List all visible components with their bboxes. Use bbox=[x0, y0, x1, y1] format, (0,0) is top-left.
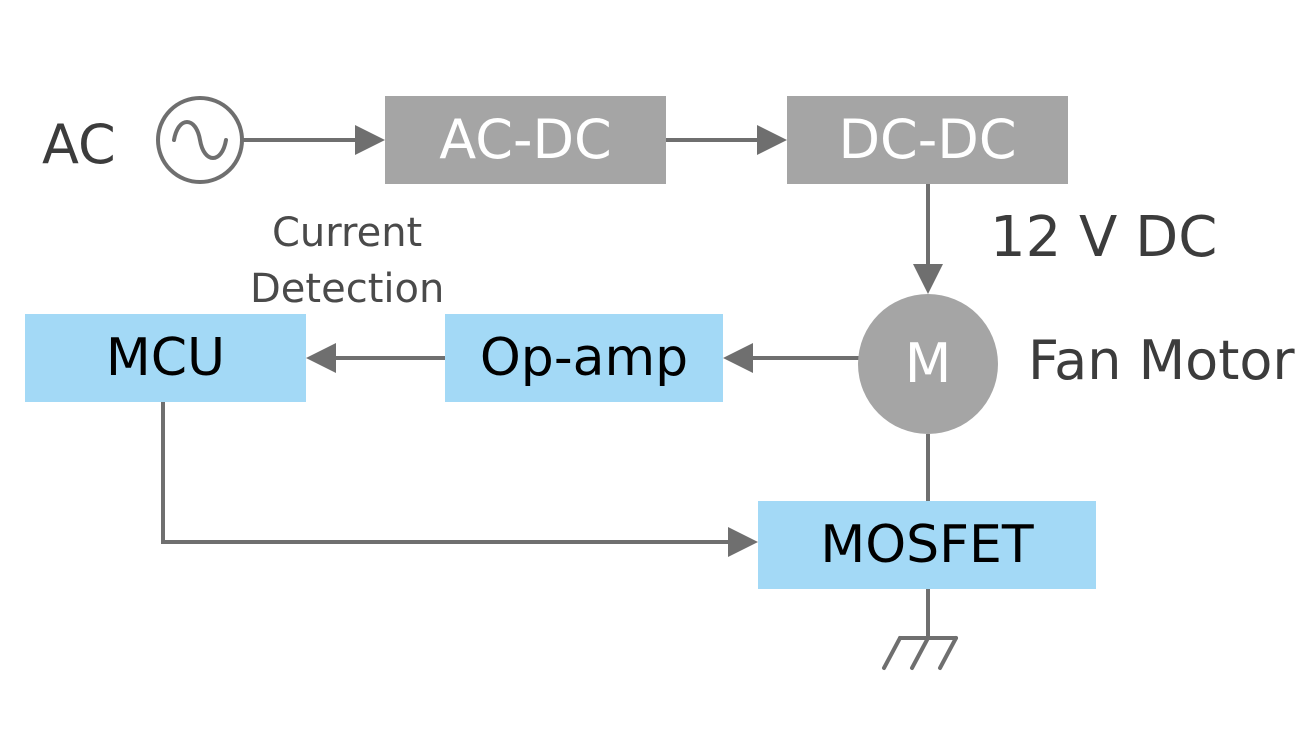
ac-dc-block: AC-DC bbox=[385, 96, 666, 184]
voltage-label: 12 V DC bbox=[990, 205, 1218, 270]
arrow-mcu-to-mosfet bbox=[161, 402, 758, 557]
ac-label: AC bbox=[42, 113, 116, 176]
mosfet-block: MOSFET bbox=[758, 501, 1096, 589]
motor-circle bbox=[858, 294, 998, 434]
ac-source-icon bbox=[156, 96, 244, 184]
arrow-dcdc-to-motor bbox=[913, 184, 943, 294]
arrow-acdc-to-dcdc bbox=[666, 125, 787, 155]
ground-icon bbox=[882, 636, 958, 670]
arrow-motor-to-opamp bbox=[723, 343, 860, 373]
mcu-block: MCU bbox=[25, 314, 306, 402]
op-amp-block: Op-amp bbox=[445, 314, 723, 402]
fan-motor-label: Fan Motor bbox=[1028, 329, 1295, 392]
current-detection-label-line2: Detection bbox=[250, 266, 445, 312]
arrow-opamp-to-mcu bbox=[306, 343, 445, 373]
arrow-ac-to-acdc bbox=[242, 125, 385, 155]
current-detection-label-line1: Current bbox=[272, 210, 423, 256]
dc-dc-block: DC-DC bbox=[787, 96, 1068, 184]
motor-symbol: M bbox=[904, 332, 952, 395]
